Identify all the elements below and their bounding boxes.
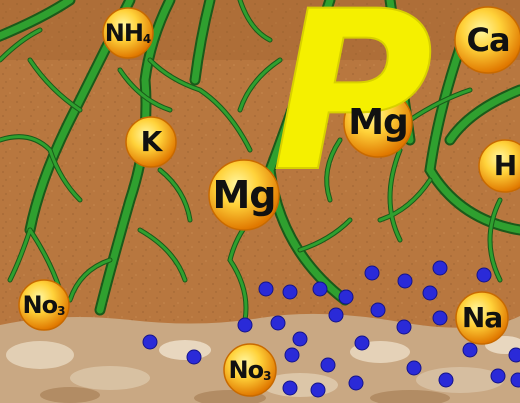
phosphate-dot [406,360,422,376]
phosphate-dot [312,281,328,297]
ion-ca-label: Ca [466,21,510,59]
phosphate-dot [476,267,492,283]
phosphate-dot [282,380,298,396]
phosphate-dot [320,357,336,373]
phosphate-dot [310,382,326,398]
phosphate-dot [422,285,438,301]
phosphate-dot [432,310,448,326]
ion-mg-right-label: Mg [348,102,409,143]
phosphate-dot [490,368,506,384]
phosphate-dot [282,284,298,300]
phosphate-dot [508,347,520,363]
phosphate-dot [396,319,412,335]
phosphate-dot [258,281,274,297]
phosphate-dot [186,349,202,365]
phosphate-dot [284,347,300,363]
phosphate-dot [338,289,354,305]
ion-nh4-label: NH4 [104,19,152,47]
ion-no3-bottom-sphere [223,343,277,397]
phosphate-dot [292,331,308,347]
ion-mg-center-label: Mg [212,173,276,217]
ion-na-label: Na [461,301,503,334]
ion-mg-right-sphere [343,88,413,158]
phosphate-dot [364,265,380,281]
phosphate-dot [438,372,454,388]
ion-ca-sphere [454,6,520,74]
ion-spheres [18,6,520,397]
phosphate-dot [142,334,158,350]
ion-nh4-sphere [102,7,154,59]
phosphate-dot [397,273,413,289]
ion-no3-left-label: No3 [22,291,66,319]
ion-no3-left-sphere [18,279,70,331]
phosphate-dot [354,335,370,351]
ion-h-label: H [493,149,517,182]
ion-k-sphere [125,116,177,168]
phosphate-dot [510,372,520,388]
ion-no3-bottom-label: No3 [228,356,272,384]
ion-na-sphere [455,291,509,345]
plant-roots [0,0,520,323]
phosphate-dot [432,260,448,276]
phosphorus-letter: P [271,0,434,220]
phosphate-dot [270,315,286,331]
ion-mg-center-sphere [208,159,280,231]
phosphate-dot [237,317,253,333]
phosphate-dots [142,260,520,398]
phosphate-dot [328,307,344,323]
ion-k-label: K [140,125,163,158]
phosphate-dot [462,342,478,358]
phosphate-dot [348,375,364,391]
phosphate-dot [370,302,386,318]
ion-h-sphere [478,139,520,193]
